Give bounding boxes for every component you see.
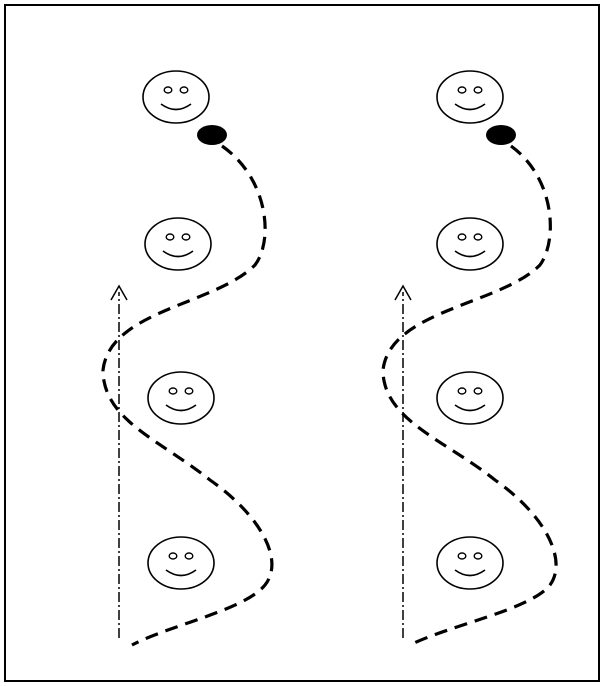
ball-icon <box>197 125 227 145</box>
direction-arrow <box>110 284 128 638</box>
left-drill <box>101 70 274 647</box>
frame-border <box>4 4 600 682</box>
right-drill <box>381 70 558 647</box>
run-path <box>101 144 274 647</box>
direction-arrow <box>394 284 412 638</box>
ball-icon <box>486 125 516 145</box>
